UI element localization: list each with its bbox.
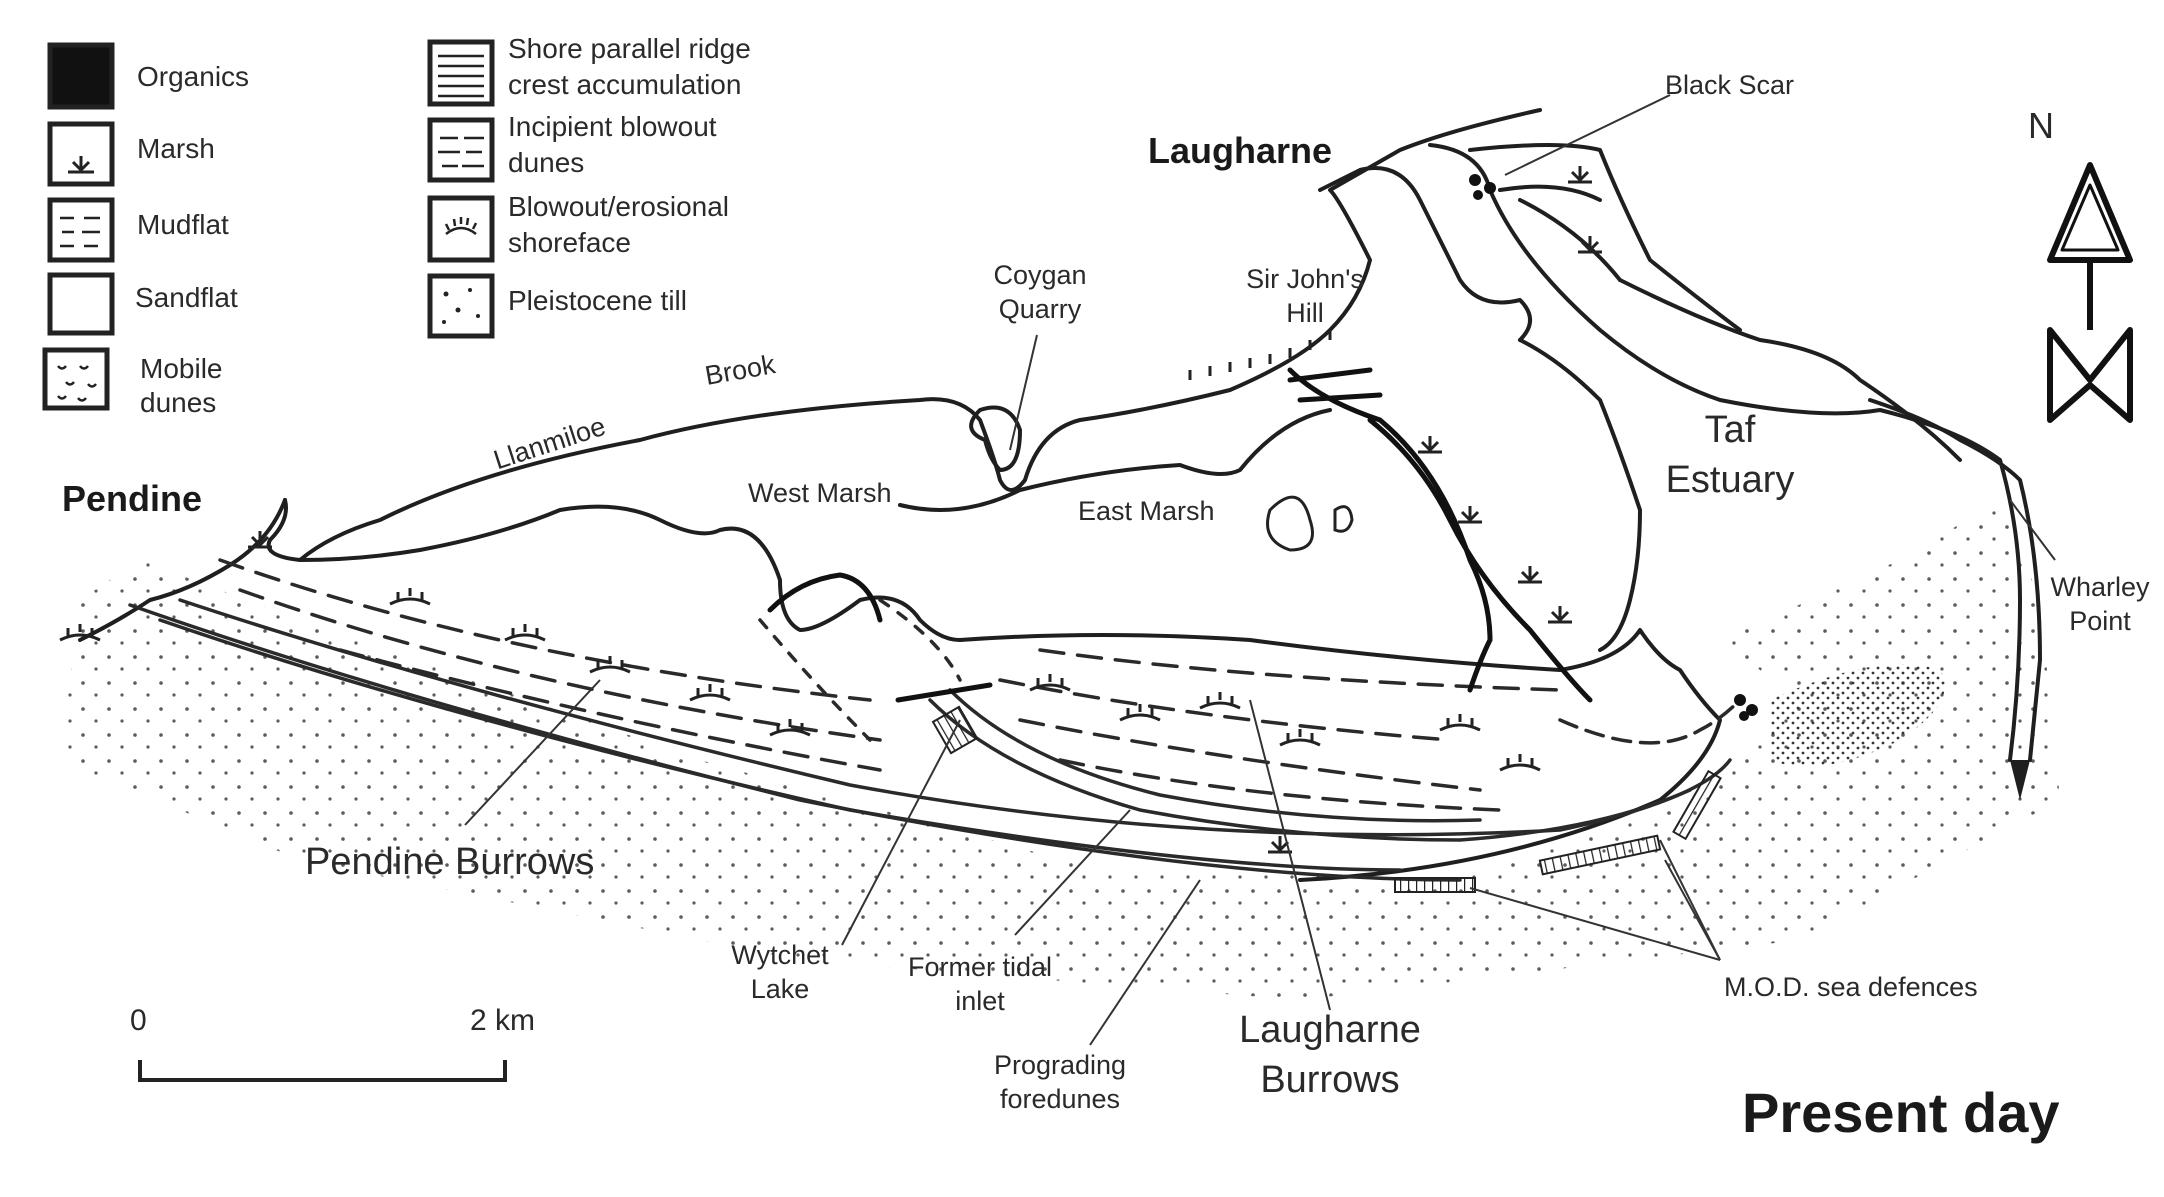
place-wytchet-2: Lake bbox=[750, 974, 810, 1004]
place-east-marsh: East Marsh bbox=[1078, 496, 1215, 526]
place-taf-2: Estuary bbox=[1665, 459, 1795, 501]
legend-organics-swatch bbox=[47, 42, 115, 110]
place-wharley-2: Point bbox=[2069, 606, 2131, 636]
legend-sandflat-swatch bbox=[47, 272, 115, 336]
cliff-ticks bbox=[1188, 330, 1332, 380]
legend-mobile-dunes-label-2: dunes bbox=[140, 387, 217, 418]
scale-bar-end: 2 km bbox=[470, 1004, 536, 1037]
legend-ridge-swatch bbox=[427, 39, 495, 107]
rocks bbox=[1469, 174, 1758, 721]
place-laugharne-burrows-1: Laugharne bbox=[1239, 1009, 1421, 1051]
place-pendine: Pendine bbox=[62, 478, 203, 519]
map-title: Present day bbox=[1742, 1081, 2060, 1144]
tracks bbox=[767, 367, 1593, 703]
place-west-marsh: West Marsh bbox=[748, 478, 892, 508]
place-prograding-1: Prograding bbox=[993, 1050, 1127, 1080]
place-pendine-burrows: Pendine Burrows bbox=[305, 841, 595, 883]
legend-ridge-label-1: Shore parallel ridge bbox=[508, 33, 751, 64]
place-former-2: inlet bbox=[955, 986, 1005, 1016]
legend-mobile-dunes-swatch bbox=[42, 347, 110, 411]
legend-sandflat-label: Sandflat bbox=[135, 282, 238, 313]
legend-marsh-swatch bbox=[47, 121, 115, 187]
legend-incipient-label-2: dunes bbox=[508, 147, 585, 178]
legend-mudflat-label: Mudflat bbox=[137, 209, 229, 240]
place-mod-sea-defences: M.O.D. sea defences bbox=[1724, 972, 1978, 1002]
north-arrow-label: N bbox=[2028, 105, 2054, 146]
place-taf-1: Taf bbox=[1704, 409, 1756, 451]
place-former-1: Former tidal bbox=[907, 952, 1053, 982]
place-coygan-1: Coygan bbox=[993, 260, 1087, 290]
coastline bbox=[78, 108, 2042, 882]
place-sir-johns-2: Hill bbox=[1286, 298, 1324, 328]
legend-blowout-label-2: shoreface bbox=[508, 227, 631, 258]
legend-blowout-label-1: Blowout/erosional bbox=[508, 191, 730, 222]
legend-incipient-label-1: Incipient blowout bbox=[508, 111, 717, 142]
till-patches bbox=[1266, 495, 1354, 552]
legend-mudflat-swatch bbox=[47, 197, 115, 263]
place-coygan-2: Quarry bbox=[998, 294, 1082, 324]
legend-swatches bbox=[42, 39, 495, 411]
estuary-dense-dots bbox=[1770, 664, 1945, 767]
legend-ridge-label-2: crest accumulation bbox=[508, 69, 742, 100]
legend-incipient-swatch bbox=[427, 117, 495, 183]
place-laugharne-burrows-2: Burrows bbox=[1260, 1059, 1400, 1101]
sandflat-dots bbox=[60, 500, 2060, 1000]
leader-lines bbox=[464, 94, 2056, 1046]
place-wharley-1: Wharley bbox=[2050, 572, 2150, 602]
legend-marsh-label: Marsh bbox=[137, 133, 215, 164]
place-sir-johns-1: Sir John's bbox=[1246, 264, 1364, 294]
marsh-symbols bbox=[248, 166, 1602, 854]
legend-till-label: Pleistocene till bbox=[508, 285, 687, 316]
north-arrow-icon bbox=[2047, 162, 2133, 423]
place-prograding-2: foredunes bbox=[999, 1084, 1121, 1114]
legend-blowout-swatch bbox=[427, 195, 495, 263]
scale-bar-start: 0 bbox=[130, 1004, 147, 1037]
legend-mobile-dunes-label-1: Mobile bbox=[140, 353, 223, 384]
legend-organics-label: Organics bbox=[137, 61, 250, 92]
place-black-scar: Black Scar bbox=[1665, 70, 1795, 100]
place-wytchet-1: Wytchet bbox=[731, 940, 829, 970]
scale-bar bbox=[138, 1060, 507, 1082]
channel-arrow bbox=[2010, 760, 2030, 800]
legend-till-swatch bbox=[427, 273, 495, 339]
blowout-marks bbox=[59, 588, 1541, 772]
place-laugharne: Laugharne bbox=[1148, 130, 1333, 171]
dune-ridges bbox=[128, 558, 1742, 882]
